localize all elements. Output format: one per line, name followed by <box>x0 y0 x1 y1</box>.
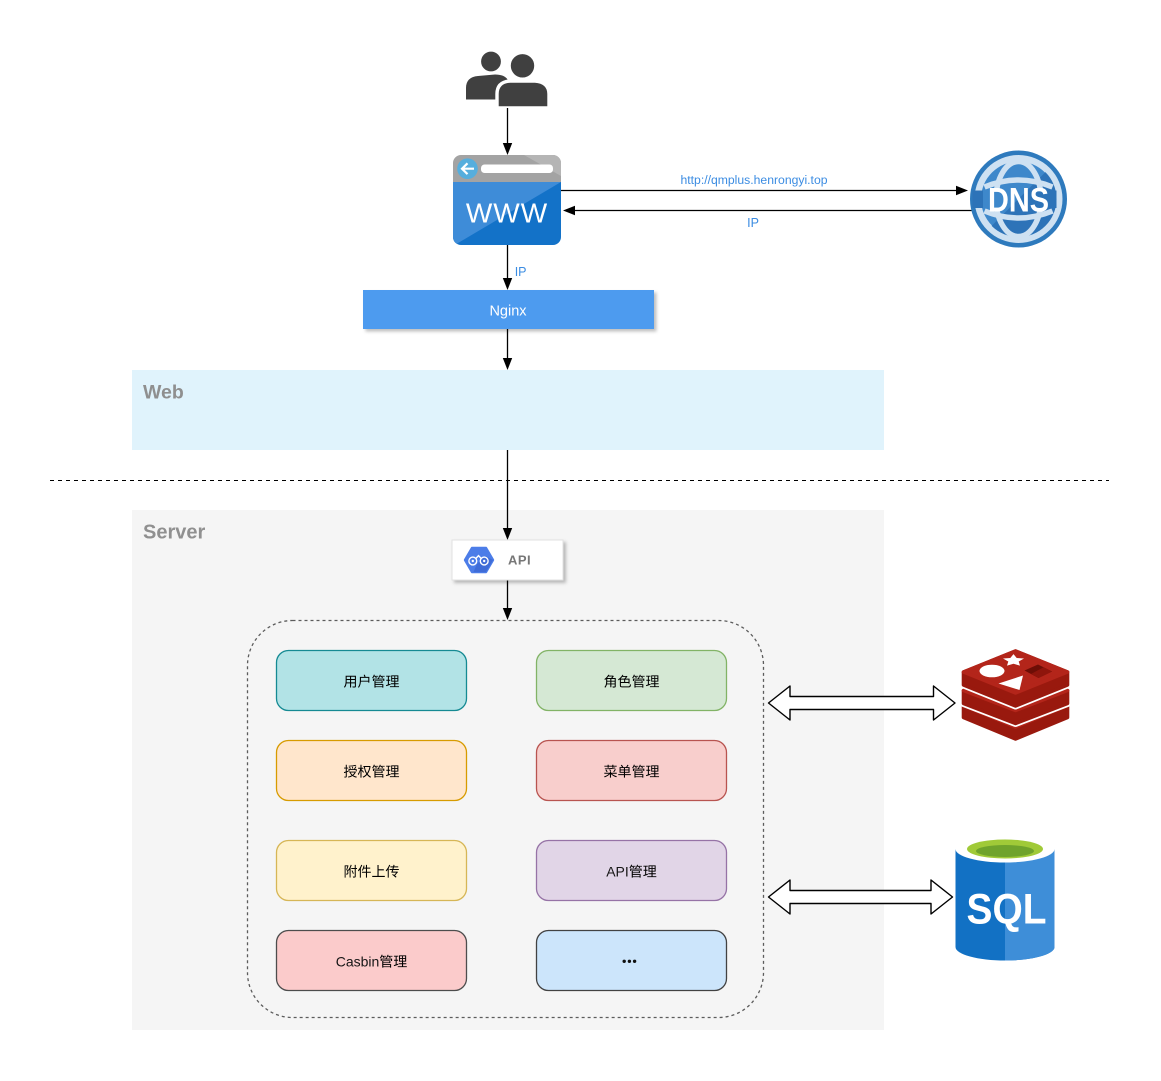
svg-text:Casbin: Casbin <box>336 954 380 970</box>
svg-text:DNS: DNS <box>988 182 1049 220</box>
svg-text:API: API <box>508 553 531 568</box>
svg-text:http://qmplus.henrongyi.top: http://qmplus.henrongyi.top <box>680 173 827 187</box>
svg-text:SQL: SQL <box>967 886 1047 934</box>
svg-text:WWW: WWW <box>466 198 548 229</box>
svg-text:Web: Web <box>143 382 184 404</box>
svg-text:API: API <box>606 864 629 880</box>
svg-text:IP: IP <box>747 216 759 230</box>
svg-text:IP: IP <box>515 265 527 279</box>
svg-text:Server: Server <box>143 522 205 544</box>
svg-text:Nginx: Nginx <box>489 304 527 320</box>
